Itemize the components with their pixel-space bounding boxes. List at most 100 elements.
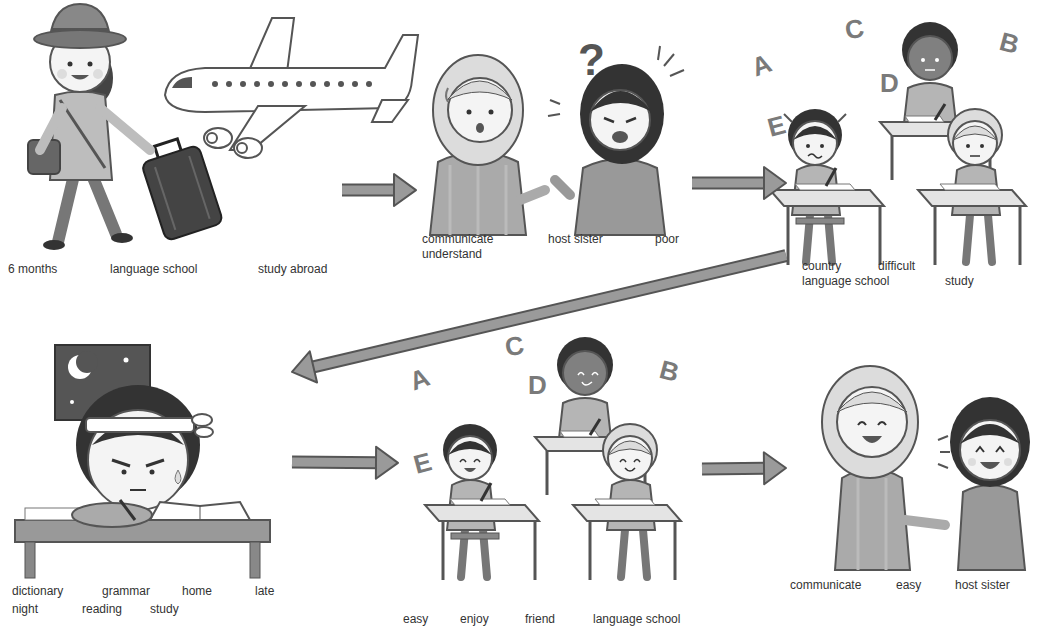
night-study-figure — [112, 460, 130, 466]
night-study-figure — [15, 345, 270, 578]
keyword: language school — [593, 612, 680, 626]
classroom-figure — [770, 22, 1026, 265]
keyword: dictionary — [12, 584, 63, 598]
night-study-figure — [120, 500, 135, 520]
keyword: friend — [525, 612, 555, 626]
confused-woman — [430, 55, 545, 235]
happy-faces — [634, 460, 640, 463]
confused-woman — [448, 78, 512, 142]
letter-mark: B — [997, 28, 1022, 58]
keyword: communicate — [422, 232, 493, 246]
happy-woman — [822, 366, 918, 478]
plane-picture — [212, 81, 218, 87]
arrow-shaft — [342, 185, 396, 194]
happy-woman — [878, 422, 886, 425]
night-study-figure — [124, 358, 129, 363]
traveller-figure — [40, 108, 62, 150]
worried-faces — [970, 155, 980, 157]
worried-faces — [935, 58, 939, 62]
question-mark: ? — [578, 38, 605, 82]
host-sister-figure — [938, 436, 948, 440]
night-study-figure — [76, 351, 98, 373]
plane-picture — [172, 77, 192, 88]
plane-picture — [237, 143, 247, 153]
confused-woman — [449, 165, 452, 235]
letter-mark: C — [843, 15, 866, 44]
night-study-figure — [72, 503, 152, 527]
plane-picture — [234, 138, 262, 158]
host-sister-figure — [658, 46, 660, 60]
story-panel: dictionarygrammarhomelatenightreadingstu… — [4, 340, 292, 620]
traveller-figure — [28, 4, 224, 250]
classroom-figure — [425, 337, 681, 580]
plane-picture — [207, 133, 217, 143]
host-sister-figure — [1004, 458, 1012, 466]
story-panel: 6 monthslanguage schoolstudy abroad — [4, 4, 342, 282]
happy-faces — [620, 460, 626, 463]
keyword: study — [150, 602, 179, 616]
traveller-figure — [57, 69, 67, 79]
night-study-figure — [200, 506, 201, 520]
arrow-head — [764, 167, 786, 199]
keyword: enjoy — [460, 612, 489, 626]
night-study-figure — [122, 470, 127, 475]
worried-faces — [784, 114, 792, 122]
plane-picture — [366, 81, 372, 87]
letter-mark: D — [528, 372, 547, 398]
host-sister-figure — [664, 54, 674, 66]
plane-picture — [268, 81, 274, 87]
confused-woman — [489, 110, 494, 115]
happy-faces — [464, 468, 476, 472]
host-sister-figure — [550, 100, 560, 104]
keyword: study abroad — [258, 262, 327, 276]
keyword: poor — [655, 232, 679, 246]
plane-picture — [372, 100, 408, 122]
happy-woman — [822, 366, 945, 570]
host-sister-figure — [950, 397, 1030, 487]
arrow-shaft — [692, 178, 766, 187]
keyword: grammar — [102, 584, 150, 598]
letter-mark: E — [411, 448, 434, 478]
letter-mark: A — [748, 50, 775, 81]
host-sister-figure — [604, 118, 614, 122]
keyword: country — [802, 259, 841, 273]
night-study-figure — [146, 460, 164, 466]
host-sister-figure — [980, 462, 1000, 469]
worried-faces — [838, 114, 846, 122]
arrow-head — [394, 174, 416, 206]
keyword: language school — [802, 274, 889, 288]
host-sister-figure — [938, 464, 948, 468]
host-sister-figure — [960, 420, 1020, 480]
happy-woman — [858, 422, 866, 425]
host-sister-figure — [612, 131, 628, 143]
letter-mark: C — [503, 332, 526, 361]
night-study-figure — [86, 418, 194, 432]
confused-woman — [476, 123, 484, 133]
flow-arrow — [292, 447, 398, 479]
night-study-figure — [195, 427, 213, 437]
night-study-figure — [25, 542, 35, 578]
night-study-figure — [150, 470, 155, 475]
story-panel: communicateeasyhost sister — [786, 360, 1038, 600]
arrow-head — [764, 452, 786, 484]
arrow-shaft — [292, 458, 378, 468]
host-sister-figure — [960, 424, 1020, 444]
traveller-figure — [58, 175, 74, 242]
happy-woman — [837, 387, 907, 457]
keyword: home — [182, 584, 212, 598]
host-sister-figure — [626, 118, 636, 122]
story-panel: easyenjoyfriendlanguage school — [398, 325, 702, 628]
host-sister-figure — [968, 458, 976, 466]
traveller-figure — [43, 240, 65, 250]
confused-woman — [505, 165, 508, 235]
night-study-figure — [250, 542, 260, 578]
confused-woman — [447, 81, 512, 100]
traveller-figure — [141, 145, 223, 242]
keyword: reading — [82, 602, 122, 616]
worried-faces — [806, 144, 810, 148]
traveller-figure — [93, 69, 103, 79]
arrow-outline — [692, 176, 766, 189]
host-sister-figure — [548, 46, 684, 235]
host-sister-figure — [670, 70, 684, 76]
